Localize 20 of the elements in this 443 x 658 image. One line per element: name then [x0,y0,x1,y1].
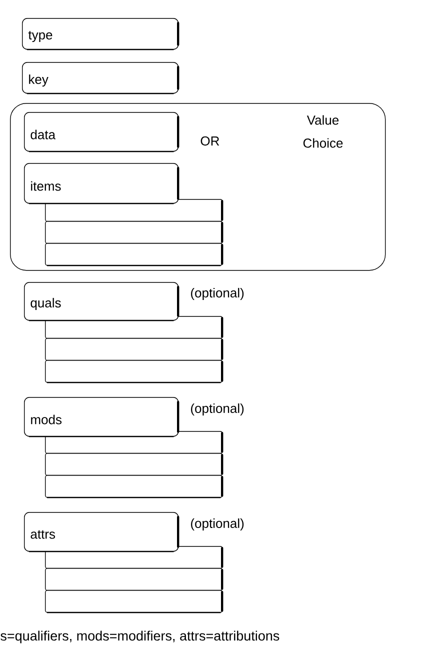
list-row [45,338,224,362]
list-row [45,360,224,384]
list-row [45,590,224,614]
node-label: (optional) [191,518,244,531]
field-box: type [22,18,180,50]
node-label: (optional) [191,403,244,416]
caption: s=qualifiers, mods=modifiers, attrs=attributions [0,630,280,644]
field-box: quals (optional) [24,282,244,322]
list-row [45,221,224,244]
list-row [45,243,224,266]
or-label: OR [200,136,220,146]
field-box: key [22,62,180,94]
list-row [45,568,224,592]
field-box: attrs (optional) [24,512,244,552]
field-box: items [24,163,180,204]
list-row [45,475,224,498]
field-box: mods (optional) [24,397,244,438]
field-box: data [24,112,180,152]
node-label: (optional) [191,288,244,300]
list-row [45,453,224,476]
